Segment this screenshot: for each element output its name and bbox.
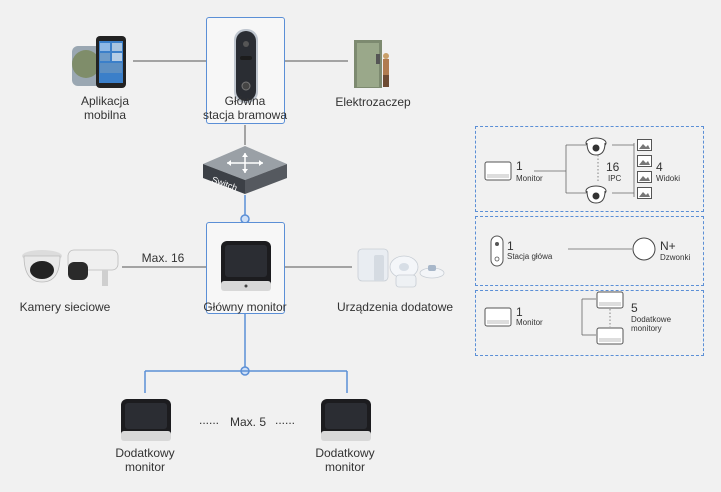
panel1-ipc-label: IPC (608, 174, 622, 183)
panel-station-bells: 1 Stacja główa N+ Dzwonki (475, 216, 704, 286)
dots-left: ...... (198, 413, 219, 427)
panel1-lines (534, 143, 635, 197)
door-lock-label: Elektrozaczep (335, 95, 411, 109)
panel2-bells-label: Dzwonki (660, 253, 691, 262)
panel1-views-label: Widoki (656, 174, 681, 183)
panel-monitor-ipc: 1 Monitor 16 IPC 4 Widoki (475, 126, 704, 212)
panel1-monitor-count: 1 (516, 159, 523, 173)
extra-monitor-left-label: Dodatkowy monitor (115, 446, 175, 474)
panel2-station-label: Stacja główa (507, 252, 553, 261)
gate-station-icon (490, 235, 504, 267)
ip-cameras-illustration (16, 242, 124, 290)
main-monitor-label: Główny monitor (203, 300, 287, 314)
extra-monitor-right-icon (319, 397, 373, 443)
dome-camera-icon (585, 185, 607, 204)
extra-monitor-icon (596, 327, 624, 345)
main-monitor-box[interactable] (206, 222, 285, 314)
doorbell-icon (632, 237, 656, 261)
panel3-lines (581, 298, 611, 336)
monitor-icon (484, 161, 512, 181)
extra-monitor-icon (596, 291, 624, 309)
dome-camera-icon (585, 137, 607, 156)
panel1-views-count: 4 (656, 160, 663, 174)
dots-right: ...... (274, 413, 295, 427)
mobile-app-illustration (70, 34, 134, 90)
extra-devices-label: Urządzenia dodatowe (336, 300, 454, 314)
panel2-lines (568, 248, 632, 250)
extra-monitor-left-icon (119, 397, 173, 443)
panel1-monitor-label: Monitor (516, 174, 543, 183)
panel1-ipc-count: 16 (606, 160, 620, 174)
monitors-max-label: Max. 5 (229, 415, 266, 429)
image-view-icon (637, 139, 652, 151)
gate-station-label: Główna stacja bramowa (202, 94, 288, 122)
monitor-icon (484, 307, 512, 327)
switch-illustration: Switch (197, 142, 293, 198)
cameras-max-label: Max. 16 (141, 251, 185, 265)
image-view-icon (637, 171, 652, 183)
extra-monitor-right-label: Dodatkowy monitor (315, 446, 375, 474)
panel2-bells-count: N+ (660, 239, 676, 253)
door-lock-illustration (346, 38, 396, 90)
extra-devices-illustration (352, 245, 450, 293)
panel3-monitor-count: 1 (516, 305, 523, 319)
panel3-monitor-label: Monitor (516, 318, 543, 327)
gate-station-box[interactable] (206, 17, 285, 124)
panel2-station-count: 1 (507, 239, 514, 253)
ip-cameras-label: Kamery sieciowe (19, 300, 111, 314)
panel3-extra-label-2: monitory (631, 324, 662, 333)
panel3-extra-count: 5 (631, 301, 638, 315)
panel-extra-monitors: 1 Monitor 5 Dodatkowe monitory (475, 290, 704, 356)
panel3-extra-label-1: Dodatkowe (631, 315, 672, 324)
image-view-icon (637, 187, 652, 199)
image-view-icon (637, 155, 652, 167)
mobile-app-label: Aplikacja mobilna (80, 94, 130, 122)
